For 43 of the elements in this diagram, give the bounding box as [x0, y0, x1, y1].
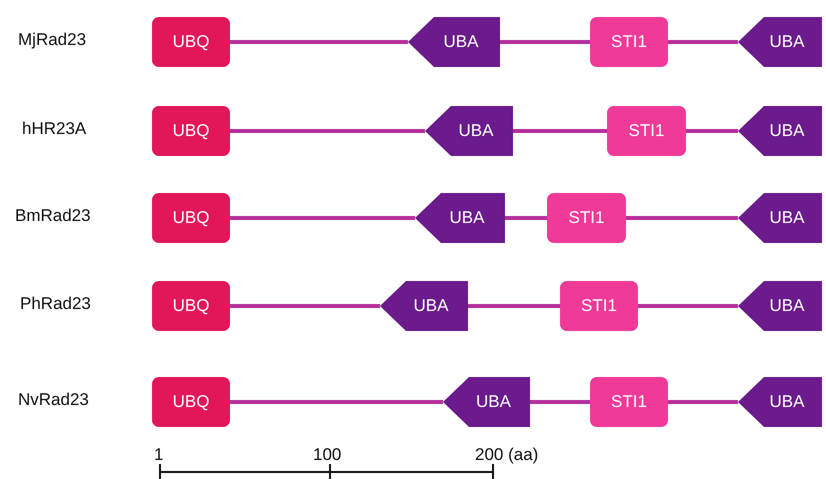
domain-pentagon: UBA — [408, 17, 500, 67]
backbone-line — [505, 216, 547, 220]
row-label: hHR23A — [22, 119, 86, 139]
backbone-line — [668, 40, 738, 44]
backbone-line — [626, 216, 738, 220]
backbone-line — [230, 400, 443, 404]
domain-pentagon: UBA — [415, 193, 505, 243]
backbone-line — [230, 129, 425, 133]
backbone-line — [230, 40, 408, 44]
backbone-line — [230, 216, 415, 220]
tick-label: 100 — [313, 445, 342, 465]
domain-pentagon: UBA — [738, 106, 822, 156]
row-label: PhRad23 — [20, 294, 91, 314]
backbone-line — [638, 304, 738, 308]
domain-box: UBQ — [152, 193, 230, 243]
backbone-line — [513, 129, 607, 133]
row-label: BmRad23 — [15, 206, 91, 226]
domain-box: UBQ — [152, 106, 230, 156]
tick-label: 1 — [154, 445, 164, 465]
domain-pentagon: UBA — [738, 281, 822, 331]
domain-box: UBQ — [152, 377, 230, 427]
domain-box: STI1 — [590, 17, 668, 67]
domain-box: STI1 — [560, 281, 638, 331]
tick-label: 200 (aa) — [475, 445, 538, 465]
backbone-line — [468, 304, 560, 308]
domain-pentagon: UBA — [443, 377, 530, 427]
row-label: NvRad23 — [18, 390, 89, 410]
domain-box: STI1 — [607, 106, 686, 156]
domain-pentagon: UBA — [425, 106, 513, 156]
row-label: MjRad23 — [18, 30, 86, 50]
domain-box: STI1 — [547, 193, 626, 243]
domain-pentagon: UBA — [380, 281, 468, 331]
domain-box: UBQ — [152, 17, 230, 67]
backbone-line — [530, 400, 590, 404]
domain-box: STI1 — [590, 377, 668, 427]
domain-pentagon: UBA — [738, 377, 822, 427]
backbone-line — [668, 400, 738, 404]
domain-pentagon: UBA — [738, 17, 822, 67]
backbone-line — [686, 129, 738, 133]
domain-pentagon: UBA — [738, 193, 822, 243]
domain-box: UBQ — [152, 281, 230, 331]
backbone-line — [230, 304, 380, 308]
backbone-line — [500, 40, 590, 44]
